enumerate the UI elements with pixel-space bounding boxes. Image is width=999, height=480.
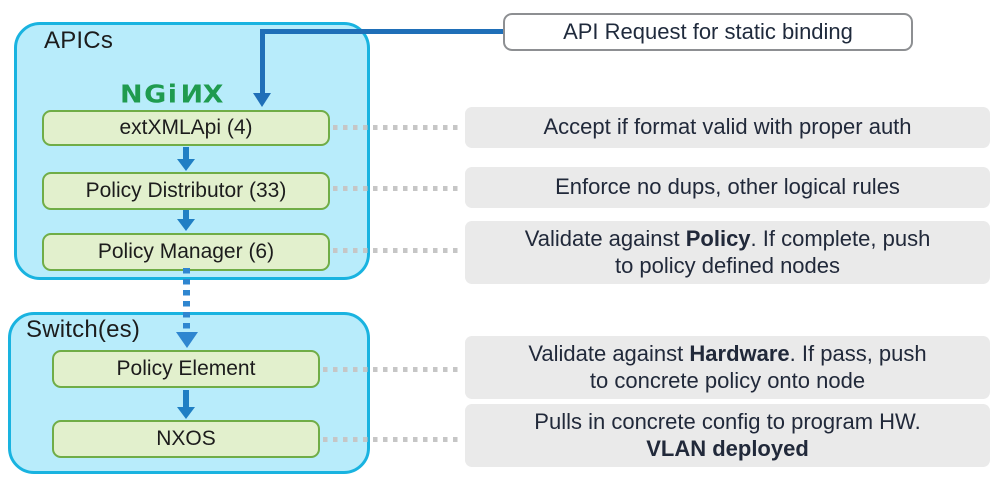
nginx-logo: NGiNX [120, 80, 225, 109]
arrow-shaft [183, 390, 189, 408]
api-request-label: API Request for static binding [563, 19, 853, 44]
request-path-horizontal-segment [263, 29, 511, 34]
request-path-arrow-head [253, 93, 271, 107]
process-box-nxos[interactable]: NXOS [52, 420, 320, 458]
process-box-policy-element[interactable]: Policy Element [52, 350, 320, 388]
leader-line-policy-distributor [333, 186, 461, 191]
leader-line-policy-manager [333, 248, 461, 253]
dotted-connector-arrow-head [176, 332, 198, 348]
leader-line-nxos [323, 437, 461, 442]
arrow-shaft [183, 210, 189, 220]
process-box-extxmlapi[interactable]: extXMLApi (4) [42, 110, 330, 146]
note-panel-policy-manager: Validate against Policy. If complete, pu… [465, 221, 990, 284]
note-text: Accept if format valid with proper auth [543, 114, 912, 140]
note-text: Enforce no dups, other logical rules [555, 174, 900, 200]
note-panel-policy-distributor: Enforce no dups, other logical rules [465, 167, 990, 208]
process-label: NXOS [156, 427, 216, 450]
process-label: Policy Manager (6) [97, 240, 275, 263]
arrow-head [177, 159, 195, 171]
note-panel-nxos: Pulls in concrete config to program HW.V… [465, 404, 990, 467]
leader-line-policy-element [323, 367, 461, 372]
switches-zone-label: Switch(es) [26, 316, 141, 343]
note-text: Pulls in concrete config to program HW.V… [534, 408, 921, 461]
arrow-head [177, 219, 195, 231]
api-request-callout[interactable]: API Request for static binding [503, 13, 913, 51]
note-text: Validate against Hardware. If pass, push… [528, 340, 927, 393]
note-panel-extxmlapi: Accept if format valid with proper auth [465, 107, 990, 148]
request-path-vertical-segment [260, 29, 265, 95]
dotted-connector-policy-manager-to-policy-element [183, 268, 190, 334]
process-box-policy-distributor[interactable]: Policy Distributor (33) [42, 172, 330, 210]
process-label: extXMLApi (4) [119, 116, 253, 139]
process-label: Policy Element [116, 357, 256, 380]
leader-line-extxmlapi [333, 125, 461, 130]
process-label: Policy Distributor (33) [85, 179, 287, 202]
process-box-policy-manager[interactable]: Policy Manager (6) [42, 233, 330, 271]
note-panel-policy-element: Validate against Hardware. If pass, push… [465, 336, 990, 399]
arrow-shaft [183, 147, 189, 160]
note-text: Validate against Policy. If complete, pu… [524, 225, 931, 278]
apics-zone-label: APICs [44, 27, 114, 54]
arrow-head [177, 407, 195, 419]
